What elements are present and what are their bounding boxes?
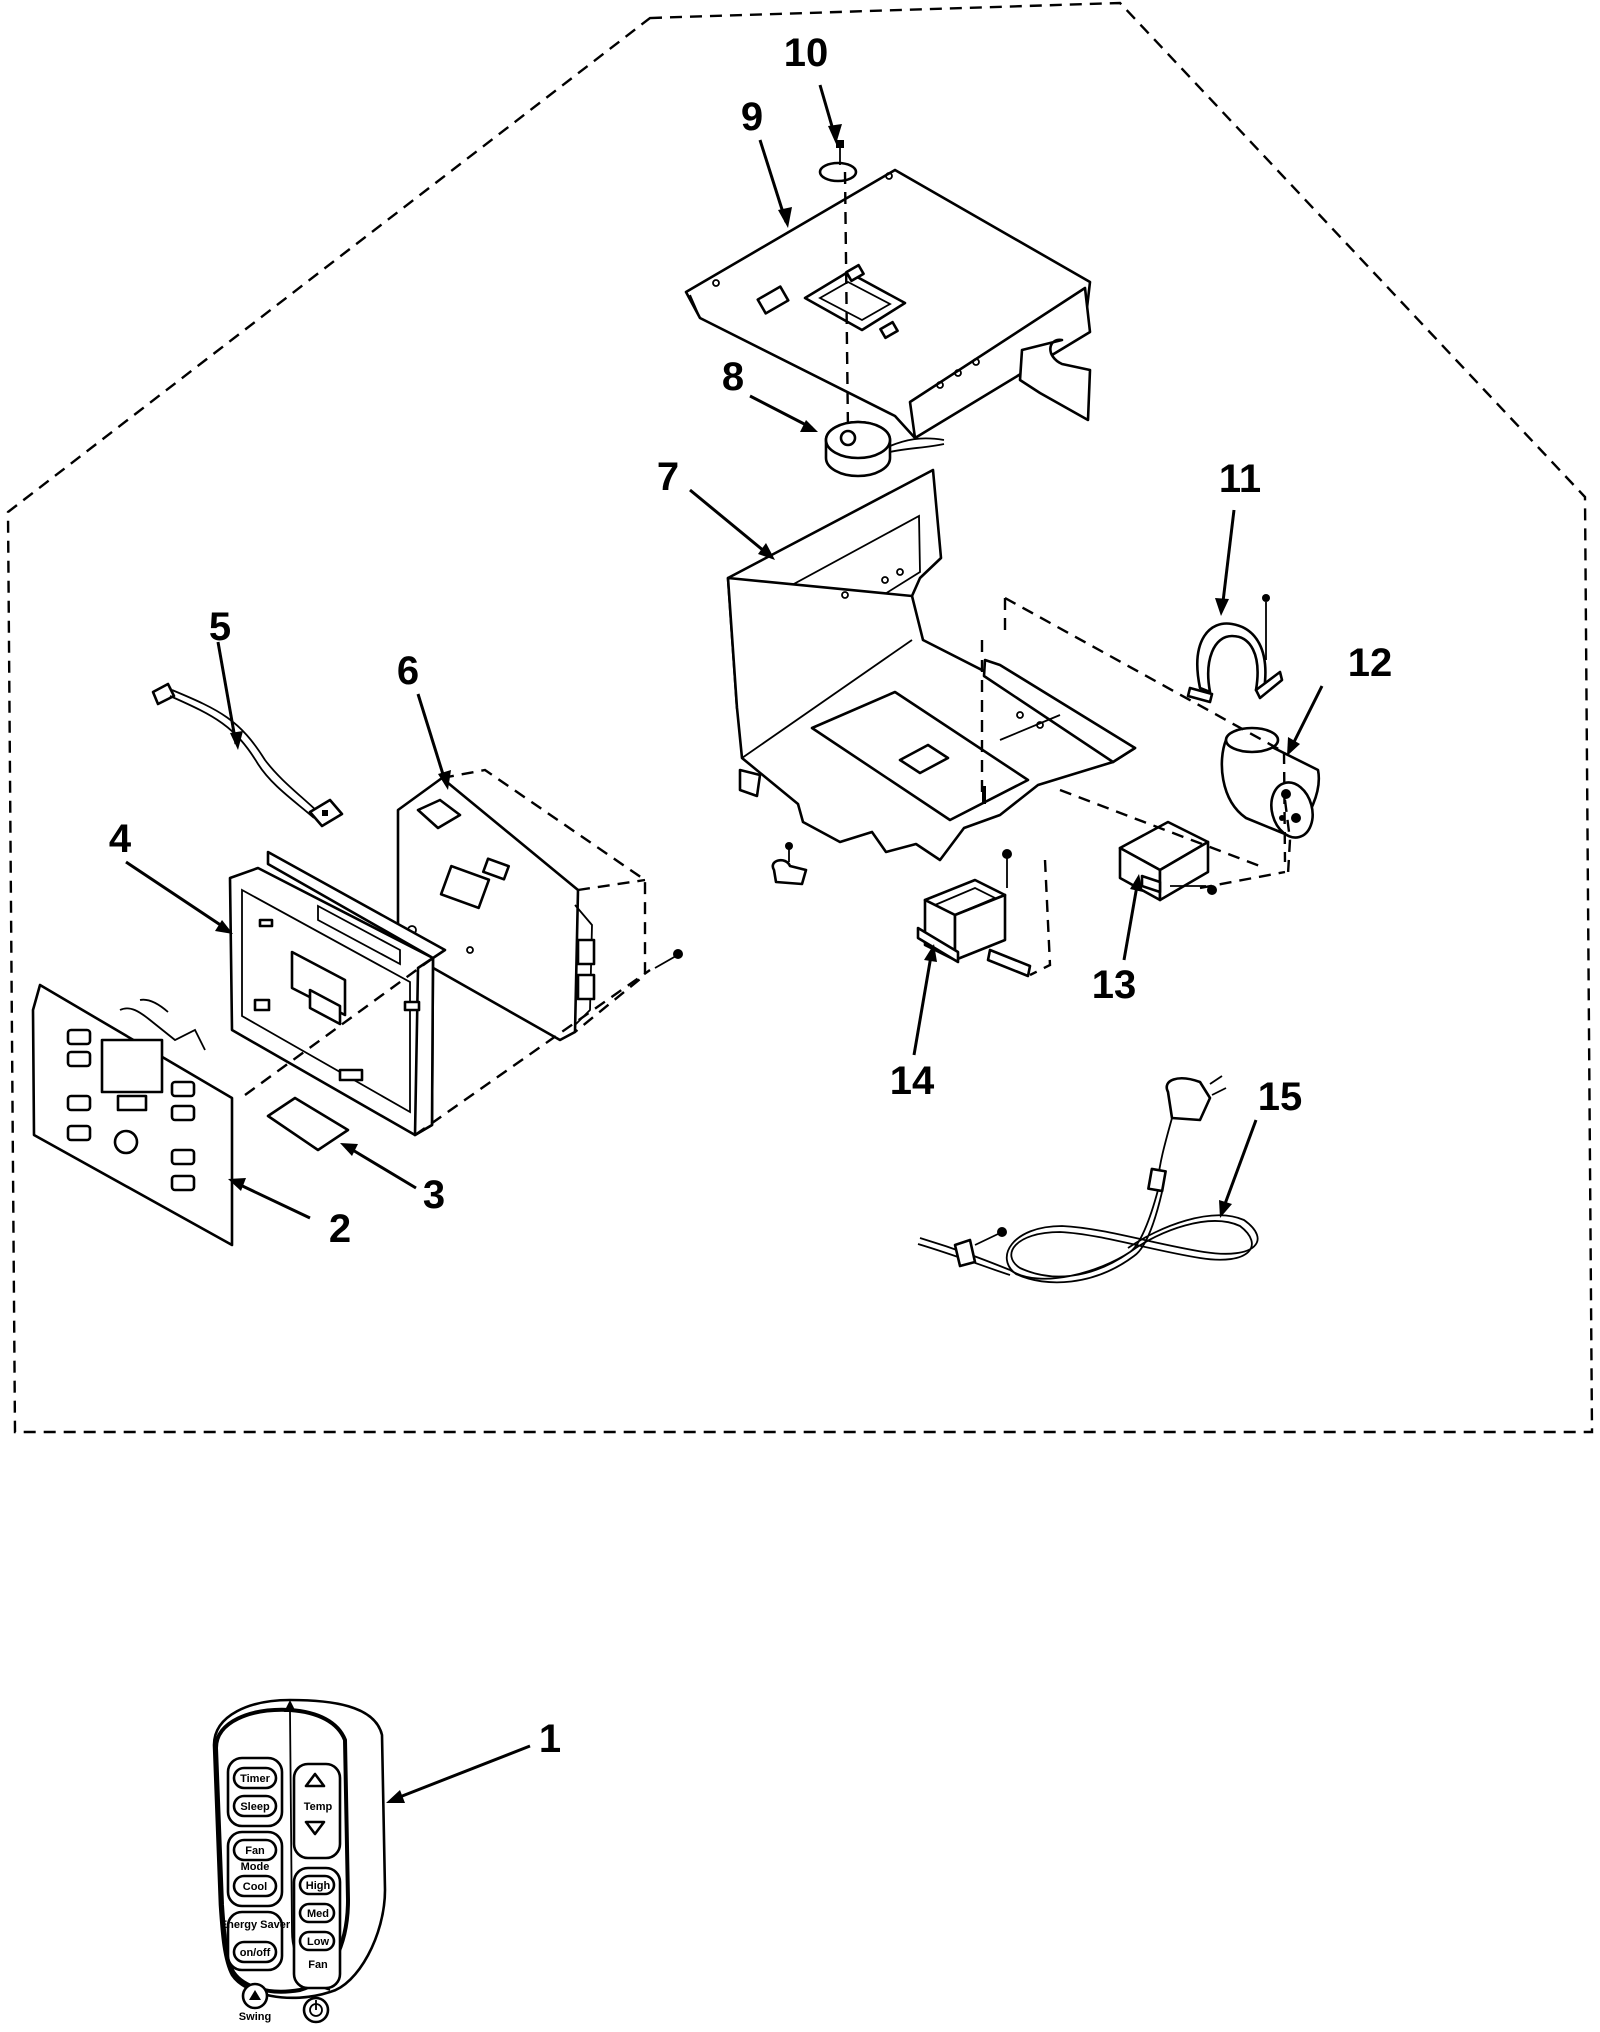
part-8-motor bbox=[824, 420, 945, 478]
part-11-clamp bbox=[1186, 594, 1284, 704]
callout-9: 9 bbox=[741, 95, 763, 139]
remote-btn-on-off-label: on/off bbox=[240, 1947, 271, 1959]
remote-temp-label: Temp bbox=[304, 1801, 333, 1813]
leader-lines bbox=[125, 84, 1324, 1803]
remote-btn-med-label: Med bbox=[307, 1908, 329, 1920]
remote-fan-speed-label: Fan bbox=[308, 1959, 328, 1971]
part-2-front-panel bbox=[31, 983, 234, 1247]
callout-12: 12 bbox=[1348, 641, 1393, 685]
assembly-dashed-lines bbox=[980, 596, 1292, 977]
remote-btn-sleep-label: Sleep bbox=[240, 1801, 270, 1813]
part-10-cap bbox=[818, 140, 858, 183]
callout-3: 3 bbox=[423, 1173, 445, 1217]
remote-btn-timer-label: Timer bbox=[240, 1773, 270, 1785]
assembly-boundary bbox=[6, 1, 1594, 1434]
callout-7: 7 bbox=[657, 455, 679, 499]
remote-energy-saver-label: Energy Saver bbox=[220, 1919, 291, 1931]
callout-10: 10 bbox=[784, 31, 829, 75]
remote-btn-fan-label: Fan bbox=[245, 1845, 265, 1857]
callout-1: 1 bbox=[539, 1717, 561, 1761]
part-14-transformer bbox=[916, 849, 1032, 978]
callout-11: 11 bbox=[1219, 457, 1261, 501]
display-dashed-lines bbox=[244, 957, 651, 1136]
part-1-remote-control: Timer Sleep Fan Mode Cool Energy Saver o… bbox=[212, 1698, 387, 2024]
remote-btn-high-label: High bbox=[306, 1880, 331, 1892]
remote-mode-label: Mode bbox=[241, 1861, 270, 1873]
part-4-display-housing bbox=[228, 850, 447, 1137]
callout-5: 5 bbox=[209, 605, 231, 649]
remote-btn-low-label: Low bbox=[307, 1936, 329, 1948]
part-7-chassis bbox=[726, 468, 1137, 886]
callout-8: 8 bbox=[722, 355, 744, 399]
callout-15: 15 bbox=[1258, 1075, 1303, 1119]
remote-swing-label: Swing bbox=[239, 2011, 271, 2023]
part-15-power-cord bbox=[917, 1075, 1259, 1284]
callout-14: 14 bbox=[890, 1059, 935, 1103]
callout-13: 13 bbox=[1092, 963, 1137, 1007]
part-12-capacitor bbox=[1220, 726, 1321, 839]
part-3-film bbox=[266, 1096, 350, 1152]
callout-2: 2 bbox=[329, 1207, 351, 1251]
callout-6: 6 bbox=[397, 649, 419, 693]
part-13-relay bbox=[1118, 820, 1217, 902]
part-9-bracket-plate bbox=[684, 168, 1092, 440]
remote-btn-cool-label: Cool bbox=[243, 1881, 267, 1893]
part-5-wire-harness bbox=[151, 682, 344, 828]
pcb-dashed-box bbox=[441, 768, 647, 1033]
axis-line-9-8 bbox=[843, 171, 850, 433]
callout-labels: 10 9 8 7 11 12 13 14 15 5 6 4 2 3 1 bbox=[109, 31, 1392, 1761]
callout-4: 4 bbox=[109, 817, 132, 861]
part-6-screw bbox=[654, 949, 683, 969]
